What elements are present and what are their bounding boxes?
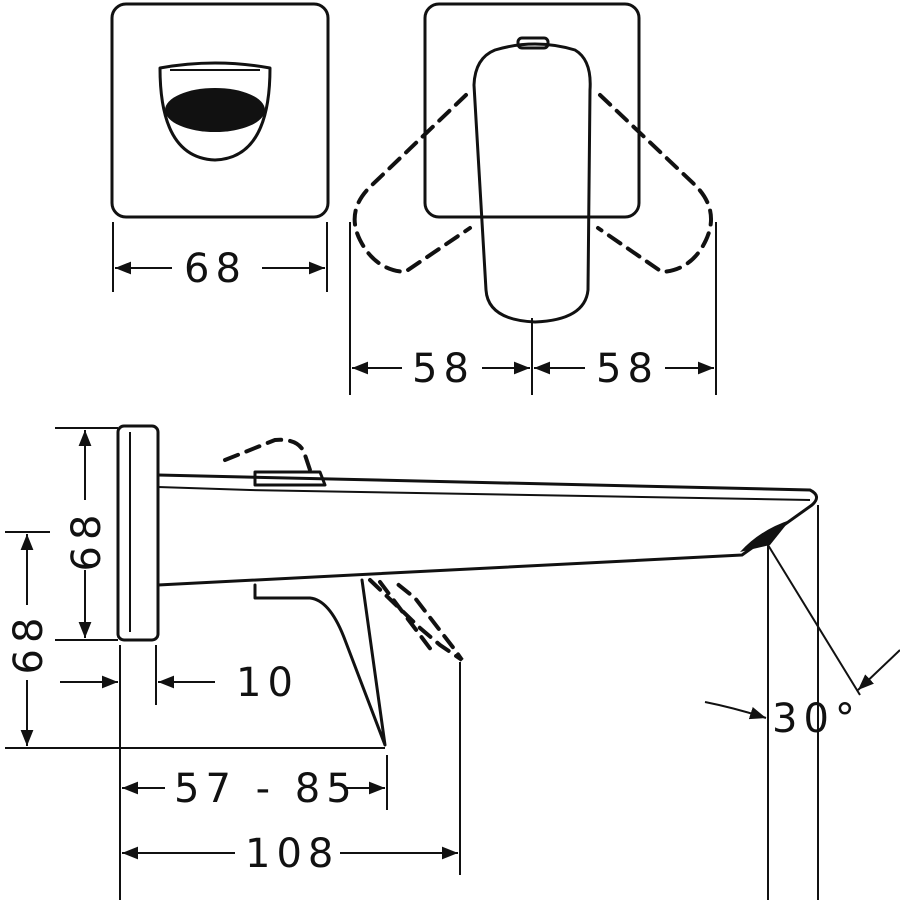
outlet-height-label: 68	[6, 612, 52, 675]
front-view-handle	[352, 2, 713, 324]
outlet-height-dimension: 68	[5, 531, 385, 749]
spray-angle-dimension: 30°	[704, 505, 900, 900]
swing-right-label: 58	[596, 346, 659, 392]
front-width-dimension: 68	[112, 222, 328, 292]
front-width-label: 68	[184, 246, 247, 292]
plate-depth-label: 10	[236, 660, 299, 706]
plate-height-label: 68	[64, 509, 110, 572]
side-view	[116, 424, 818, 747]
projection-range-label: 57 - 85	[174, 766, 358, 812]
swing-dimension: 58 58	[349, 222, 717, 395]
total-projection-label: 108	[245, 831, 339, 877]
plate-depth-dimension: 10	[60, 645, 299, 900]
total-projection-dimension: 108	[122, 662, 461, 877]
projection-range-dimension: 57 - 85	[122, 755, 388, 812]
swing-left-label: 58	[412, 346, 475, 392]
spray-angle-label: 30°	[772, 696, 861, 742]
plate-height-dimension: 68	[55, 427, 118, 641]
front-view-plate	[110, 2, 330, 219]
